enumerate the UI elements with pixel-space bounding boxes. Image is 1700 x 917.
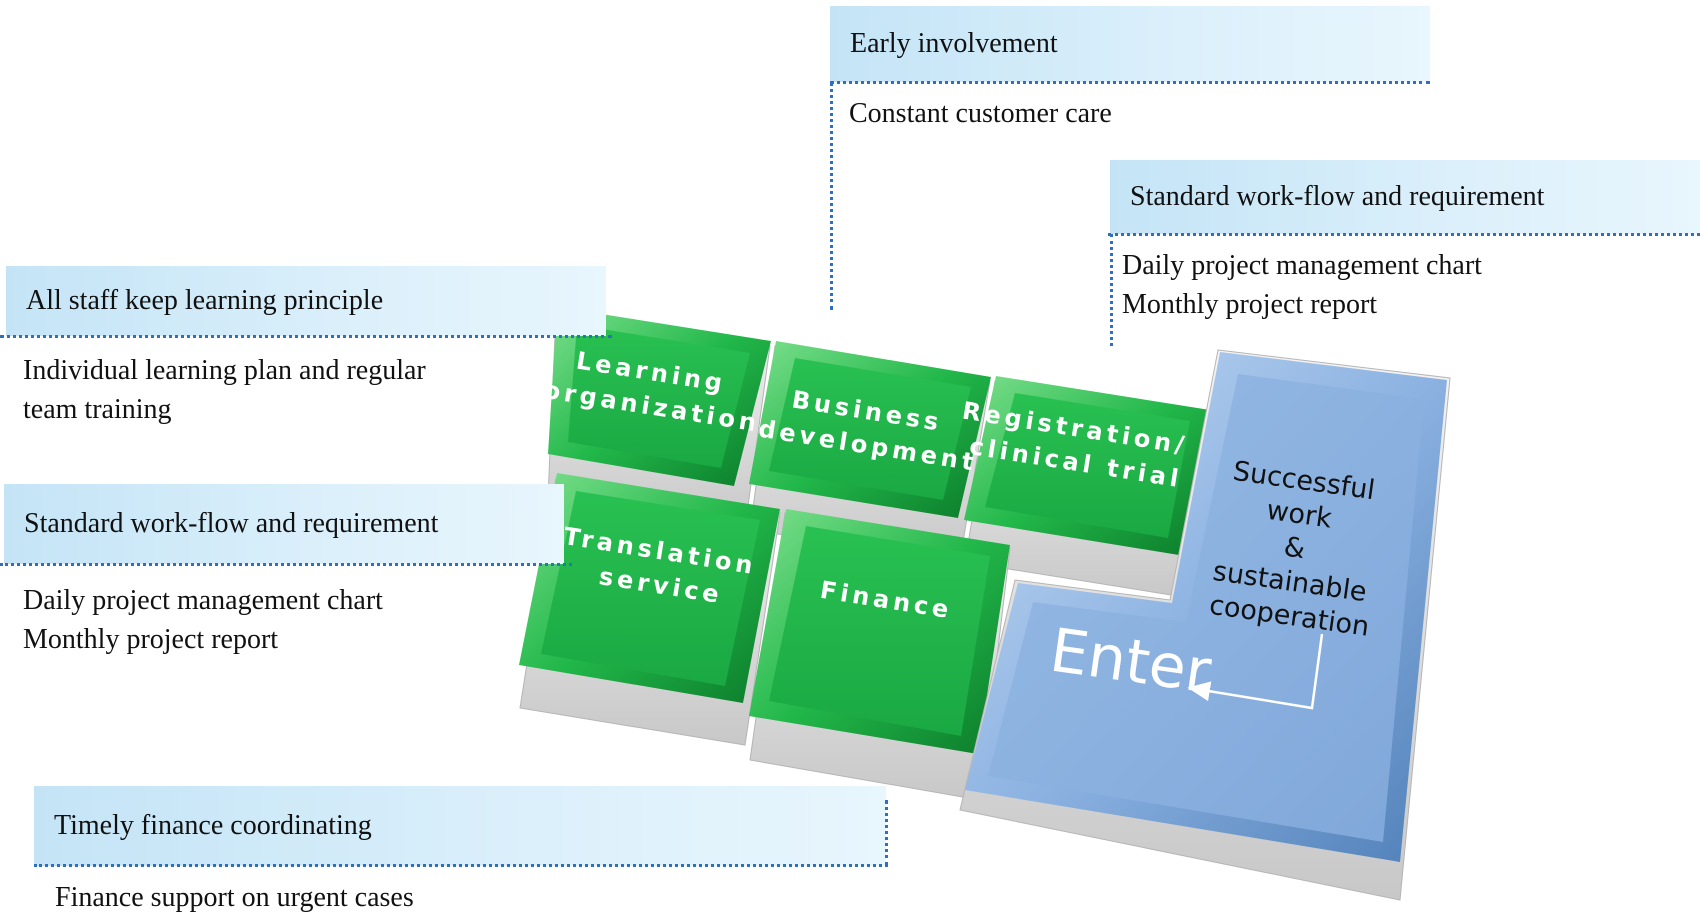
callout-early-involvement-line-1: Constant customer care (849, 98, 1112, 129)
callout-finance-body: Finance support on urgent cases (55, 878, 414, 917)
callout-standard-right-line-2: Monthly project report (1122, 289, 1378, 320)
key-enter: Successful work & sustainable cooperatio… (959, 349, 1451, 901)
key-finance: Finance (749, 509, 1011, 801)
callout-standard-right-heading: Standard work-flow and requirement (1110, 160, 1700, 234)
callout-standard-left-underline (0, 563, 572, 566)
callout-standard-right-line-1: Daily project management chart (1122, 250, 1482, 281)
enter-note-line-3: & (1282, 532, 1307, 566)
callout-finance-line-1: Finance support on urgent cases (55, 882, 414, 913)
callout-learning-line-2: team training (23, 394, 172, 425)
callout-standard-left-heading: Standard work-flow and requirement (4, 484, 564, 564)
callout-finance-leader (885, 800, 888, 866)
callout-standard-right-leader (1110, 234, 1113, 346)
callout-finance-underline (34, 864, 888, 867)
callout-standard-right-body: Daily project management chart Monthly p… (1122, 246, 1482, 324)
callout-finance-heading: Timely finance coordinating (34, 786, 886, 866)
key-learning-organization: Learning organization (542, 307, 771, 529)
callout-standard-left-line-2: Monthly project report (23, 624, 279, 655)
callout-standard-left-line-1: Daily project management chart (23, 585, 383, 616)
callout-early-involvement-underline (830, 81, 1430, 84)
callout-early-involvement-body: Constant customer care (849, 94, 1112, 133)
callout-early-involvement-heading: Early involvement (830, 6, 1430, 82)
key-translation-service: Translation service (519, 473, 781, 746)
callout-learning-line-1: Individual learning plan and regular (23, 355, 426, 386)
callout-early-involvement-leader (830, 82, 833, 310)
key-registration-clinical-trial: Registration/ clinical trial (960, 376, 1219, 599)
enter-return-arrow (1187, 633, 1324, 710)
callout-standard-right-underline (1108, 233, 1700, 236)
callout-learning-body: Individual learning plan and regular tea… (23, 351, 426, 429)
callout-learning-heading: All staff keep learning principle (6, 266, 606, 336)
callout-standard-left-body: Daily project management chart Monthly p… (23, 581, 383, 659)
key-business-development: Business development (749, 341, 991, 561)
callout-learning-underline (0, 335, 612, 338)
